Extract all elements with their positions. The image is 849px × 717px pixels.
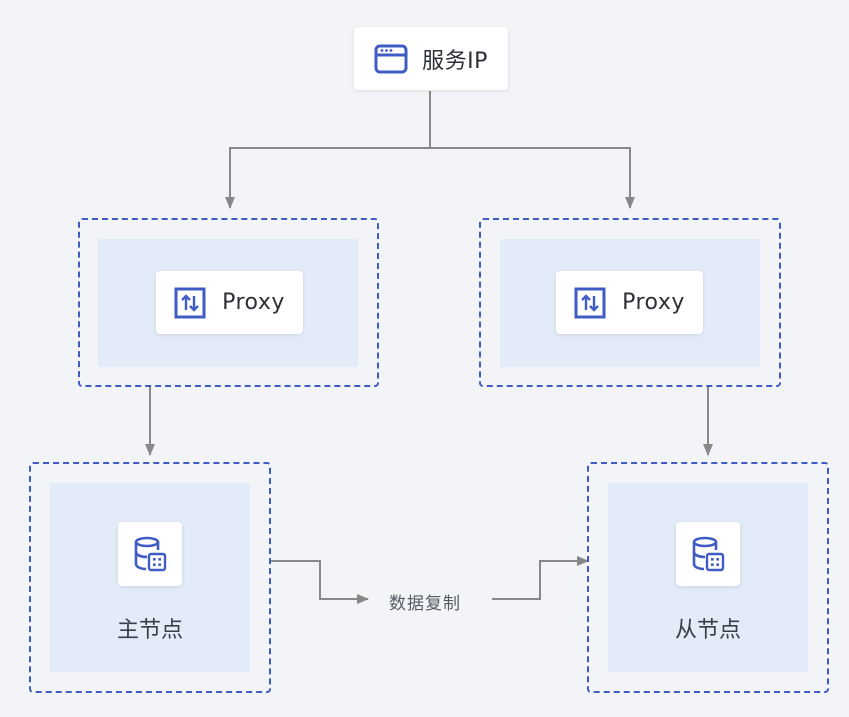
primary-node-group bbox=[29, 462, 271, 693]
replica-node-group bbox=[587, 462, 829, 693]
swap-arrows-icon bbox=[574, 287, 606, 319]
browser-window-icon bbox=[374, 44, 408, 74]
proxy-left-label: Proxy bbox=[222, 290, 285, 315]
proxy-right-label: Proxy bbox=[622, 290, 685, 315]
primary-node-label: 主节点 bbox=[116, 618, 183, 643]
proxy-right-group bbox=[479, 218, 781, 387]
database-icon bbox=[133, 536, 167, 572]
edge-to-proxy-right bbox=[430, 147, 635, 209]
replica-node-label: 从节点 bbox=[674, 618, 741, 643]
edge-to-proxy-left bbox=[225, 147, 430, 209]
edge-replication-to-replica bbox=[492, 556, 589, 600]
replica-node-icon-card bbox=[676, 522, 740, 586]
proxy-right-card: Proxy bbox=[556, 271, 703, 334]
swap-arrows-icon bbox=[174, 287, 206, 319]
replication-label: 数据复制 bbox=[389, 594, 461, 614]
edge-primary-to-replication bbox=[270, 560, 369, 604]
service-ip-card: 服务IP bbox=[354, 27, 508, 90]
proxy-left-card: Proxy bbox=[156, 271, 303, 334]
proxy-left-group bbox=[78, 218, 379, 387]
primary-node-icon-card bbox=[118, 522, 182, 586]
service-ip-label: 服务IP bbox=[422, 48, 488, 74]
database-icon bbox=[691, 536, 725, 572]
